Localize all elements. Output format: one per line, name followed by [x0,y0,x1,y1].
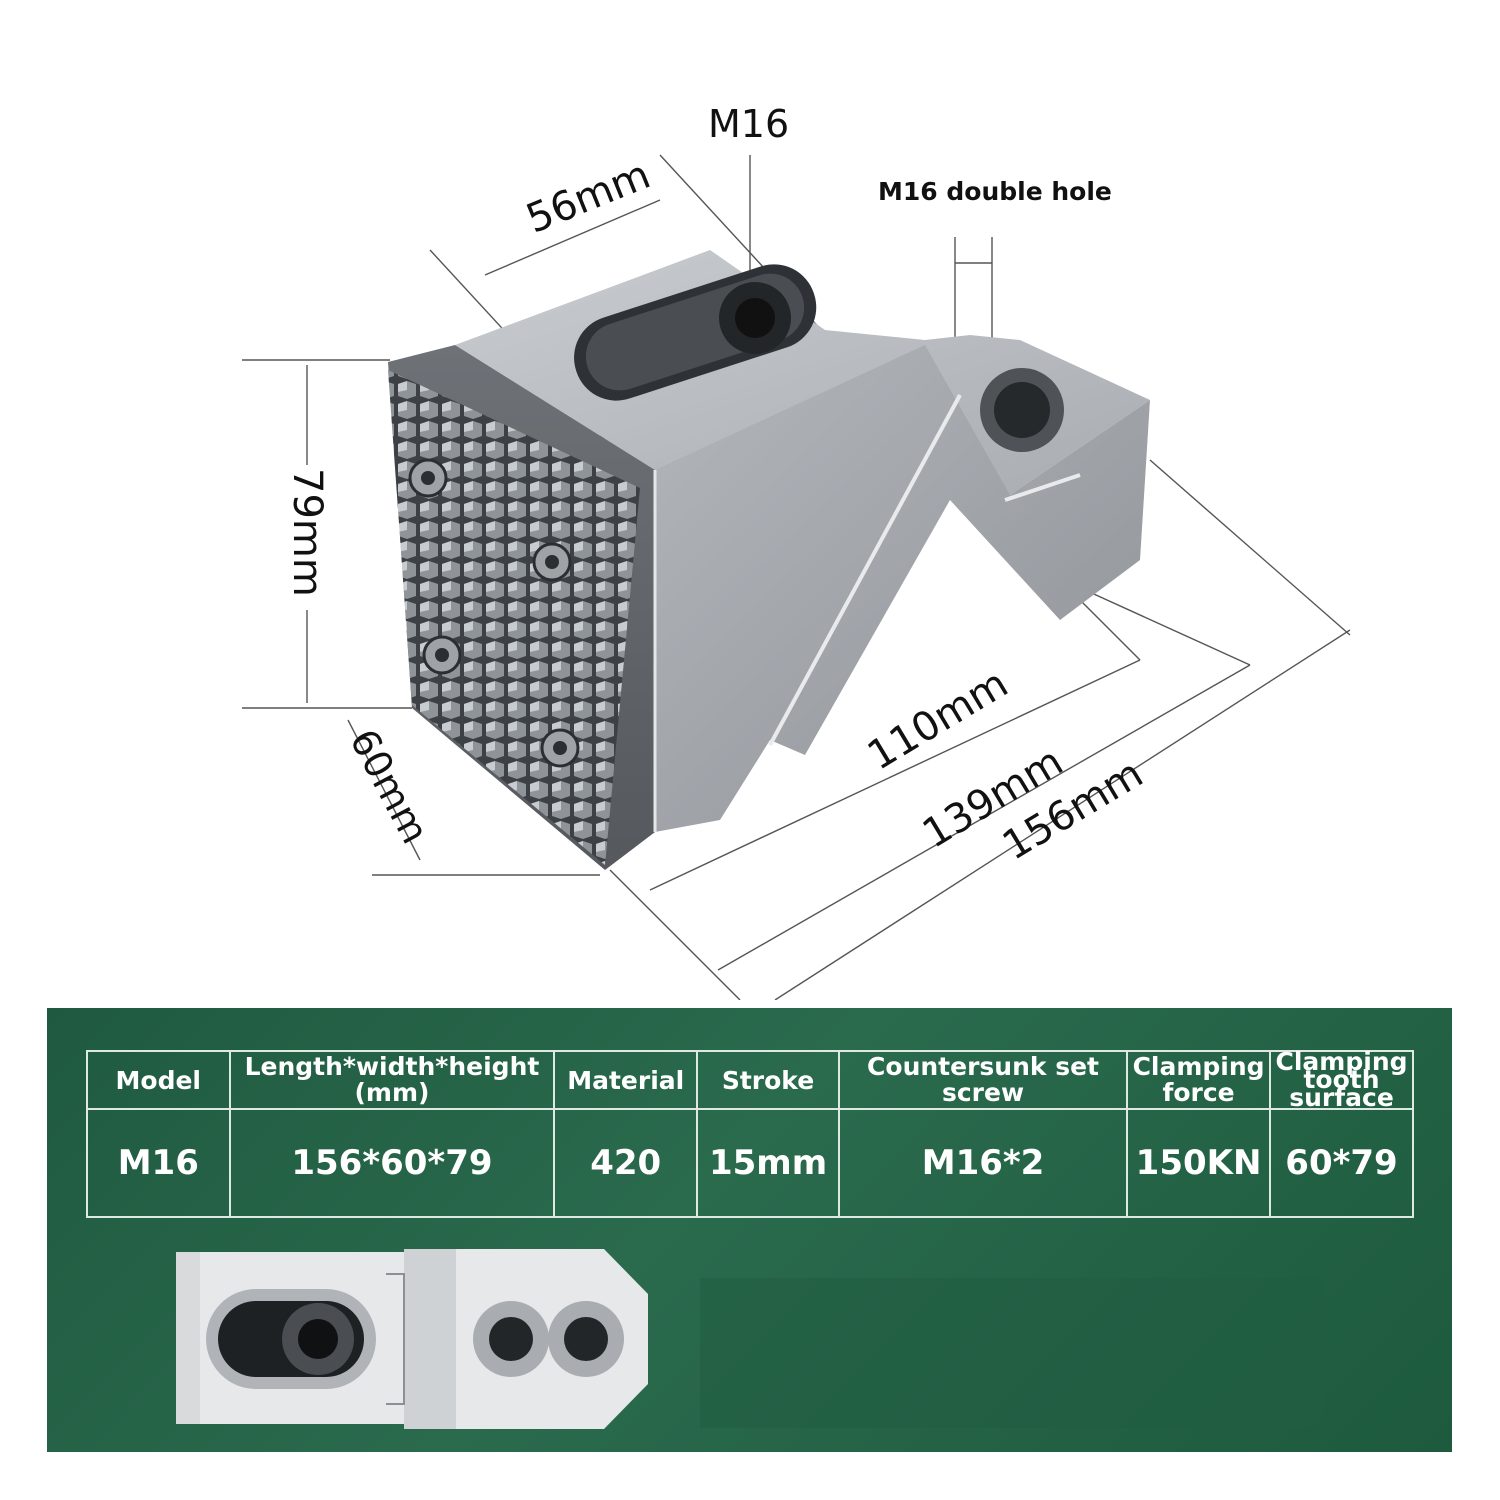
header-stroke: Stroke [696,1050,840,1110]
clamp-block [388,250,1150,870]
value-dimensions: 156*60*79 [228,1108,556,1218]
header-material: Material [553,1050,699,1110]
value-stroke: 15mm [696,1108,840,1218]
spec-header-row: Model Length*width*height (mm) Material … [86,1049,1414,1110]
double-holes [473,1301,624,1377]
adjustment-slot [574,264,817,401]
value-tooth-surface: 60*79 [1269,1108,1414,1218]
value-model: M16 [86,1108,231,1218]
callout-m16-double-hole: M16 double hole [878,177,1112,206]
header-model: Model [86,1050,231,1110]
value-clamping-force: 150KN [1126,1108,1272,1218]
dimension-lines [242,154,1351,1000]
header-screw: Countersunk set screw [837,1050,1129,1110]
product-diagram [242,154,1351,1000]
tooth-plate-screws [408,458,580,768]
spec-table: Model Length*width*height (mm) Material … [86,1049,1414,1218]
header-tooth-surface: Clamping tooth surface [1269,1049,1414,1110]
header-clamping-force: Clamping force [1126,1050,1272,1110]
dim-79mm: 79mm [284,468,330,597]
spec-value-row: M16 156*60*79 420 15mm M16*2 150KN 60*79 [86,1108,1414,1218]
callout-m16: M16 [708,102,790,146]
value-screw: M16*2 [837,1108,1129,1218]
top-view-photo [176,1249,648,1429]
double-hole-boss [980,368,1064,452]
header-dimensions: Length*width*height (mm) [228,1050,556,1110]
value-material: 420 [553,1108,699,1218]
blurred-area [700,1278,1324,1428]
slot-with-bolt [206,1289,376,1389]
